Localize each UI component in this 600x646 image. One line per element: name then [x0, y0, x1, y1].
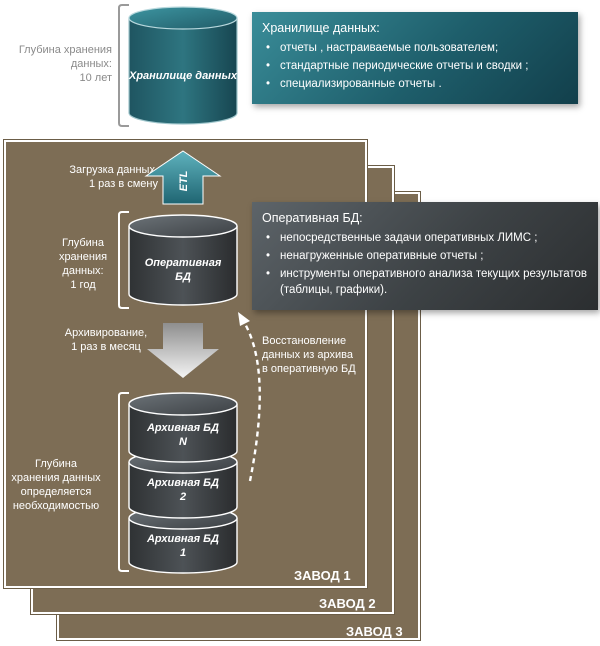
warehouse-cylinder-label: Хранилище данных	[128, 70, 238, 82]
operational-info-item: инструменты оперативного анализа текущих…	[266, 266, 588, 298]
archive-2-label-line2: 2	[179, 491, 186, 503]
warehouse-info-box: Хранилище данных: отчеты , настраиваемые…	[252, 12, 578, 104]
restore-arrow-head	[238, 312, 250, 326]
depth-line: хранения данных	[11, 472, 101, 484]
restore-line: в оперативную БД	[262, 363, 356, 375]
archive-n-label-line2: N	[179, 436, 188, 448]
plant-2-label: ЗАВОД 2	[319, 596, 376, 611]
operational-cylinder-label-line2: БД	[175, 271, 191, 283]
archive-1-label-line2: 1	[180, 547, 186, 559]
etl-label: ETL	[178, 170, 190, 191]
depth-line: 10 лет	[79, 72, 112, 84]
warehouse-info-item: специализированные отчеты .	[266, 76, 568, 92]
archive-2-label-line1: Архивная БД	[146, 477, 219, 489]
archive-depth-label: Глубина хранения данных определяется нео…	[8, 457, 104, 513]
warehouse-info-item: отчеты , настраиваемые пользователем;	[266, 40, 568, 56]
archive-n-label-line1: Архивная БД	[146, 422, 219, 434]
restore-line: данных из архива	[262, 349, 353, 361]
depth-line: данных:	[70, 58, 112, 70]
operational-bracket	[118, 211, 129, 309]
load-line: Загрузка данных,	[69, 164, 158, 176]
operational-info-title: Оперативная БД:	[262, 211, 363, 225]
archive-cylinder-n	[128, 392, 238, 463]
depth-line: хранения	[58, 251, 108, 263]
depth-line: 1 год	[70, 279, 96, 291]
archiving-label: Архивирование, 1 раз в месяц	[60, 326, 152, 354]
archiving-line: 1 раз в месяц	[71, 341, 141, 353]
archiving-arrow	[147, 323, 219, 378]
operational-info-item: непосредственные задачи оперативных ЛИМС…	[266, 230, 588, 246]
plant-3-label: ЗАВОД 3	[346, 624, 403, 639]
operational-depth-label: Глубина хранения данных: 1 год	[48, 236, 118, 292]
data-load-label: Загрузка данных, 1 раз в смену	[66, 163, 158, 191]
operational-info-box: Оперативная БД: непосредственные задачи …	[252, 202, 598, 310]
operational-info-item: ненагруженные оперативные отчеты ;	[266, 248, 588, 264]
plant-1-label: ЗАВОД 1	[294, 568, 351, 583]
depth-line: данных:	[62, 265, 104, 277]
restore-label: Восстановление данных из архива в операт…	[262, 334, 368, 376]
warehouse-depth-label: Глубина хранения данных: 10 лет	[2, 43, 112, 85]
depth-line: Глубина	[34, 458, 78, 470]
warehouse-bracket	[118, 4, 129, 127]
warehouse-cylinder	[128, 6, 238, 125]
warehouse-info-item: стандартные периодические отчеты и сводк…	[266, 58, 568, 74]
load-line: 1 раз в смену	[88, 178, 158, 190]
archive-bracket	[118, 392, 129, 572]
restore-line: Восстановление	[262, 335, 347, 347]
depth-line: необходимостью	[12, 500, 100, 512]
restore-dashed-arrow	[242, 321, 261, 482]
operational-cylinder	[128, 214, 238, 306]
depth-line: определяется	[20, 486, 92, 498]
warehouse-info-title: Хранилище данных:	[262, 21, 380, 35]
depth-line: Глубина хранения	[18, 44, 112, 56]
archiving-line: Архивирование,	[64, 327, 148, 339]
archive-1-label-line1: Архивная БД	[146, 533, 219, 545]
etl-arrow: ETL	[144, 150, 222, 205]
operational-cylinder-label-line1: Оперативная	[145, 257, 222, 269]
depth-line: Глубина	[61, 237, 105, 249]
